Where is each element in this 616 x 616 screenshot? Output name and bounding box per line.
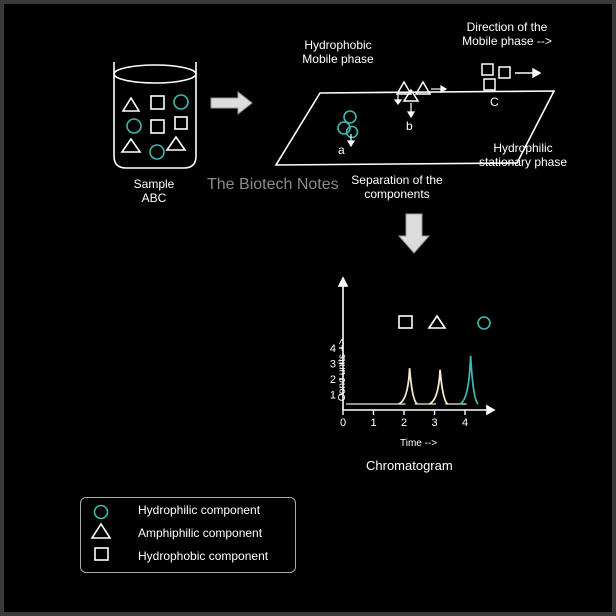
chart-title: Chromatogram xyxy=(366,458,453,473)
stationary-line2: stationary phase xyxy=(478,155,568,169)
chart-axes xyxy=(337,276,496,416)
beaker xyxy=(113,62,197,169)
band-c-label: C xyxy=(490,95,499,109)
separation-line1: Separation of the xyxy=(351,173,443,187)
y-tick-label: 2 xyxy=(330,374,336,386)
legend-item-hydrophobic: Hydrophobic component xyxy=(138,549,269,563)
sample-label-line2: ABC xyxy=(141,191,167,205)
y-tick-label: 1 xyxy=(330,390,336,402)
legend-square-icon xyxy=(94,547,109,561)
watermark: The Biotech Notes xyxy=(207,176,339,193)
band-b-arrows-icon xyxy=(393,84,448,119)
stationary-phase-label: Hydrophilic stationary phase xyxy=(468,141,578,169)
stationary-phase-plate xyxy=(274,90,556,166)
peak-marker-triangle xyxy=(427,314,447,329)
separation-line2: components xyxy=(364,187,430,201)
direction-line2: Mobile phase --> xyxy=(462,34,552,48)
peak-marker-square xyxy=(398,315,413,329)
legend-item-hydrophilic: Hydrophilic component xyxy=(138,503,261,517)
chart-peak-markers xyxy=(398,314,491,330)
peak-hydrophobic xyxy=(398,368,418,405)
beaker-contents xyxy=(120,94,189,160)
band-b xyxy=(395,80,432,102)
peak-amphiphilic xyxy=(428,369,449,405)
y-tick-label: 4 xyxy=(330,343,336,355)
arrow-down-icon xyxy=(397,213,431,254)
mobile-phase-line1: Hydrophobic xyxy=(304,38,372,52)
band-a xyxy=(337,110,359,139)
band-a-arrow-icon xyxy=(346,134,356,148)
arrow-right-icon xyxy=(210,90,253,116)
x-tick-label: 3 xyxy=(431,417,437,429)
legend-triangle-icon xyxy=(90,522,112,539)
peak-hydrophilic xyxy=(459,355,479,405)
mobile-phase-label: Hydrophobic Mobile phase xyxy=(296,38,380,66)
x-tick-label: 0 xyxy=(340,417,346,429)
sample-label-line1: Sample xyxy=(133,177,175,191)
stationary-line1: Hydrophilic xyxy=(493,141,553,155)
legend-item-amphiphilic: Amphiphilic component xyxy=(138,526,263,540)
legend-symbols xyxy=(90,504,112,561)
peak-marker-circle xyxy=(477,316,491,330)
direction-label: Direction of the Mobile phase --> xyxy=(452,20,562,48)
mobile-phase-line2: Mobile phase xyxy=(302,52,374,66)
direction-line1: Direction of the xyxy=(466,20,548,34)
chart-ylabel: Conc units --> xyxy=(337,338,348,402)
legend: Hydrophilic component Amphiphilic compon… xyxy=(80,497,296,573)
x-tick-label: 2 xyxy=(401,417,407,429)
band-b-label: b xyxy=(406,119,413,133)
legend-circle-icon xyxy=(93,504,109,520)
chart-plot: 0 1 2 3 4 1 2 3 4 xyxy=(330,343,479,429)
separation-label: Separation of the components xyxy=(337,173,457,201)
chart-xlabel: Time --> xyxy=(400,438,438,449)
x-tick-label: 4 xyxy=(462,417,468,429)
band-a-label: a xyxy=(338,143,345,157)
x-tick-label: 1 xyxy=(370,417,376,429)
y-tick-label: 3 xyxy=(330,359,336,371)
band-c xyxy=(481,63,511,91)
sample-label: Sample ABC xyxy=(119,177,189,205)
band-c-arrow-icon xyxy=(515,67,542,79)
